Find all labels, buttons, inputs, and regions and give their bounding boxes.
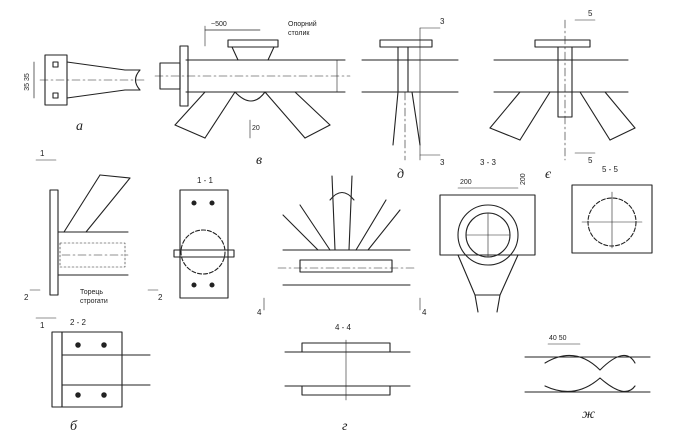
section-3-3-title: 3 - 3 — [480, 158, 497, 167]
detail-g-section — [284, 339, 411, 401]
cut-5-bottom: 5 — [588, 156, 593, 165]
detail-ye — [489, 19, 636, 161]
tube-note-line2: строгати — [80, 298, 108, 305]
section-1-1 — [173, 189, 235, 299]
label-a: а — [76, 119, 83, 134]
detail-v — [154, 25, 351, 139]
support-post-line2: столик — [288, 30, 310, 37]
detail-b-elevation — [29, 159, 159, 319]
dim-20-label: 20 — [252, 125, 260, 132]
detail-d — [361, 27, 459, 161]
cut-2-right: 2 — [158, 293, 163, 302]
cut-3-top: 3 — [440, 17, 445, 26]
label-v: в — [256, 153, 262, 168]
dim-40-50: 40 50 — [549, 335, 567, 342]
section-5-5 — [571, 184, 653, 254]
detail-g-elevation — [263, 175, 421, 311]
section-2-2-title: 2 - 2 — [70, 318, 87, 327]
cut-1-top: 1 — [40, 149, 45, 158]
tube-note-line1: Торець — [80, 289, 103, 296]
section-3-3 — [439, 187, 536, 313]
label-zh: ж — [582, 407, 595, 422]
section-5-5-title: 5 - 5 — [602, 165, 619, 174]
label-g: г — [342, 419, 348, 434]
dim-35-label: 35 35 — [24, 73, 31, 91]
section-4-4-title: 4 - 4 — [335, 323, 352, 332]
support-post-line1: Опорний — [288, 20, 317, 28]
cut-3-bottom: 3 — [440, 158, 445, 167]
detail-a: 35 35 — [24, 54, 146, 106]
detail-b — [51, 331, 151, 408]
label-b: б — [70, 419, 78, 434]
cut-2-left: 2 — [24, 293, 29, 302]
dim-500-label: ~500 — [211, 21, 227, 28]
cut-4-left: 4 — [257, 308, 262, 317]
label-d: д — [397, 167, 404, 182]
cut-1-bottom: 1 — [40, 321, 45, 330]
label-ye: є — [545, 167, 552, 182]
detail-zh — [524, 343, 651, 393]
cut-5-top: 5 — [588, 9, 593, 18]
section-1-1-title: 1 - 1 — [197, 176, 214, 185]
dim-200a: 200 — [460, 179, 472, 186]
dim-200b: 200 — [520, 173, 527, 185]
cut-4-right: 4 — [422, 308, 427, 317]
